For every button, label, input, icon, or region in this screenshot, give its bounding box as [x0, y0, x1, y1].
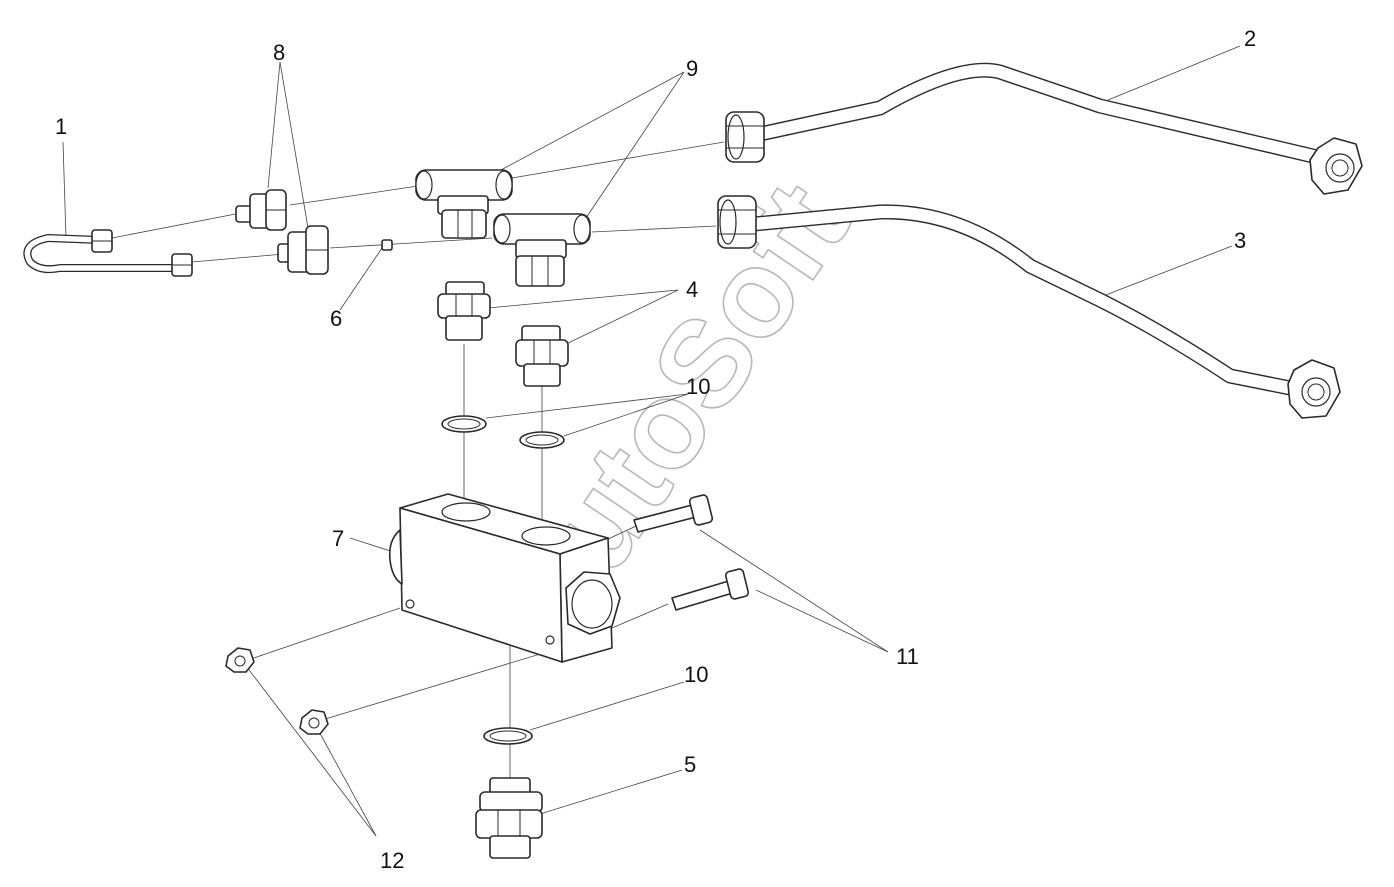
- part-12-nuts: [225, 647, 329, 735]
- callout-5: 5: [684, 752, 696, 777]
- part-9-tees: [415, 169, 591, 287]
- callout-1: 1: [55, 114, 67, 139]
- callout-9: 9: [686, 56, 698, 81]
- callout-4: 4: [686, 277, 698, 302]
- callout-labels: 1 2 3 4 5 6 7 8 9 10 10 11 12: [55, 26, 1256, 873]
- part-8-adapters: [235, 189, 329, 275]
- assembly-lines: [111, 141, 725, 778]
- callout-11: 11: [896, 644, 919, 669]
- callout-10-lower: 10: [684, 662, 708, 687]
- callout-10-upper: 10: [686, 374, 710, 399]
- callout-7: 7: [332, 526, 344, 551]
- part-2-pipe: [725, 62, 1363, 195]
- part-1-bent-tube: [23, 229, 193, 277]
- leader-lines: [62, 45, 1241, 837]
- part-10-seals: [441, 415, 565, 745]
- callout-3: 3: [1234, 228, 1246, 253]
- part-6-plug: [381, 239, 393, 251]
- part-4-fittings: [437, 281, 569, 387]
- callout-6: 6: [330, 306, 342, 331]
- callout-8: 8: [273, 40, 285, 65]
- callout-12: 12: [380, 848, 404, 873]
- part-3-pipe: [717, 195, 1341, 419]
- part-7-valve-block: [388, 493, 621, 663]
- part-5-fitting: [475, 777, 543, 859]
- part-11-bolts: [633, 494, 750, 611]
- callout-2: 2: [1244, 26, 1256, 51]
